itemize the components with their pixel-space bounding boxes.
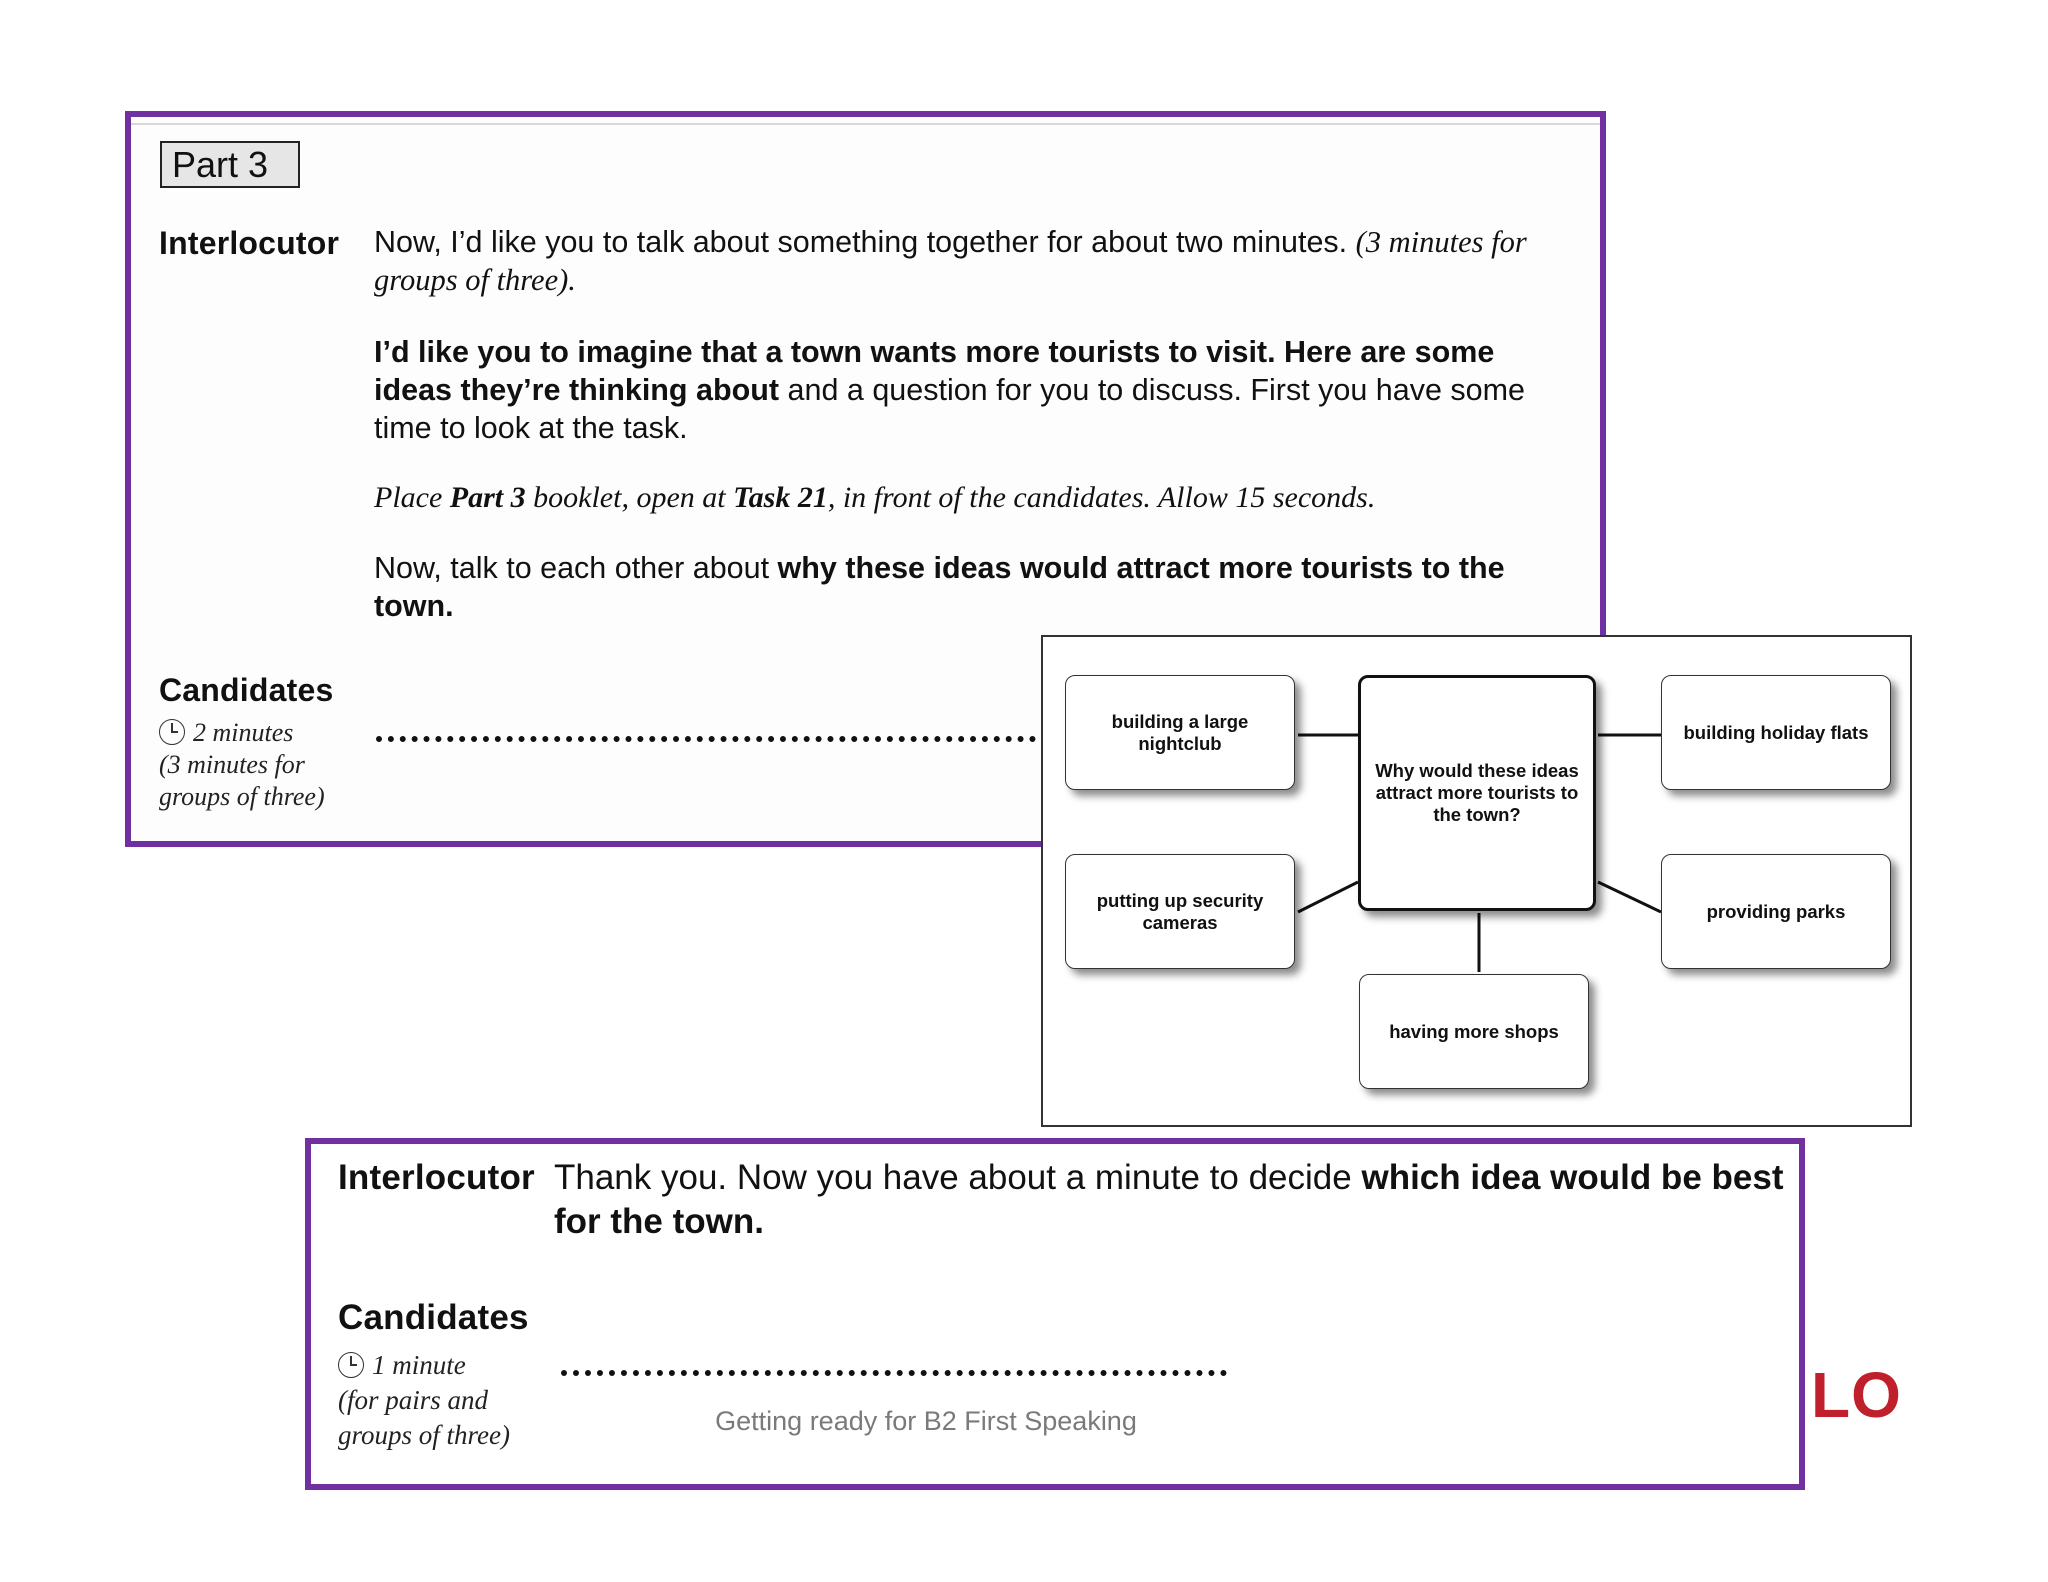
- idea-node-parks: providing parks: [1661, 854, 1891, 969]
- stage-direction-bold: Task 21: [733, 481, 828, 514]
- instruction-bold-text: I’d like you to imagine that a town want…: [374, 335, 1495, 407]
- instruction-bold-text: why these ideas would attract more touri…: [374, 551, 1505, 623]
- instruction-text: Now, talk to each other about: [374, 551, 770, 585]
- interlocutor-script: Now, I’d like you to talk about somethin…: [374, 223, 1554, 625]
- instruction-note: (3 minutes for groups of three).: [374, 225, 1527, 297]
- instruction-paragraph-4: Now, talk to each other about why these …: [374, 549, 1554, 625]
- stage-direction-bold: Part 3: [449, 481, 526, 514]
- dotted-answer-line: [561, 1370, 1227, 1376]
- timing-text: groups of three): [159, 782, 325, 811]
- connector-lines: [1297, 733, 1662, 972]
- connector-line: [1297, 880, 1359, 914]
- stage-direction-text: , in front of the candidates. Allow 15 s…: [827, 481, 1376, 514]
- clock-icon: [159, 719, 185, 745]
- candidates-timing: 1 minute (for pairs and groups of three): [338, 1348, 510, 1453]
- instruction-text: Now, I’d like you to talk about somethin…: [374, 225, 1348, 259]
- connector-line: [1597, 880, 1662, 914]
- divider: [131, 123, 1600, 125]
- mind-map-diagram: building a large nightclub Why would the…: [1041, 635, 1912, 1127]
- bottom-task-panel: Interlocutor Thank you. Now you have abo…: [305, 1138, 1805, 1490]
- instruction-paragraph-2: I’d like you to imagine that a town want…: [374, 333, 1554, 447]
- stage-direction-text: Place: [374, 481, 443, 514]
- idea-node-shops: having more shops: [1359, 974, 1589, 1089]
- candidates-label: Candidates: [338, 1298, 529, 1337]
- candidates-label: Candidates: [159, 672, 334, 708]
- timing-text: 2 minutes: [193, 718, 294, 747]
- interlocutor-label: Interlocutor: [338, 1158, 535, 1197]
- instruction-bold-text: which idea would be best for the town.: [554, 1158, 1784, 1241]
- dotted-answer-line: [376, 736, 1036, 742]
- idea-node-holiday-flats: building holiday flats: [1661, 675, 1891, 790]
- timing-text: groups of three): [338, 1420, 510, 1450]
- instruction-paragraph-3: Place Part 3 booklet, open at Task 21, i…: [374, 479, 1554, 517]
- instruction-text: Thank you. Now you have about a minute t…: [554, 1158, 1352, 1197]
- instruction-paragraph-1: Now, I’d like you to talk about somethin…: [374, 223, 1554, 299]
- idea-node-security-cameras: putting up security cameras: [1065, 854, 1295, 969]
- brand-logo: LO: [1811, 1359, 1902, 1431]
- decision-instruction: Thank you. Now you have about a minute t…: [554, 1156, 1784, 1244]
- instruction-text: and a question for you to discuss. First…: [374, 373, 1525, 445]
- top-task-panel: Part 3 Interlocutor Now, I’d like you to…: [125, 111, 1606, 847]
- timing-text: (3 minutes for: [159, 750, 305, 779]
- part-title: Part 3: [160, 141, 300, 188]
- timing-text: (for pairs and: [338, 1385, 489, 1415]
- timing-text: 1 minute: [372, 1350, 466, 1380]
- central-question-node: Why would these ideas attract more touri…: [1358, 675, 1596, 911]
- interlocutor-label: Interlocutor: [159, 225, 340, 261]
- idea-node-nightclub: building a large nightclub: [1065, 675, 1295, 790]
- footer-caption: Getting ready for B2 First Speaking: [715, 1406, 1137, 1436]
- candidates-timing: 2 minutes (3 minutes for groups of three…: [159, 717, 325, 813]
- clock-icon: [338, 1352, 364, 1378]
- stage-direction-text: booklet, open at: [533, 481, 726, 514]
- interlocutor-script: Thank you. Now you have about a minute t…: [554, 1156, 1784, 1244]
